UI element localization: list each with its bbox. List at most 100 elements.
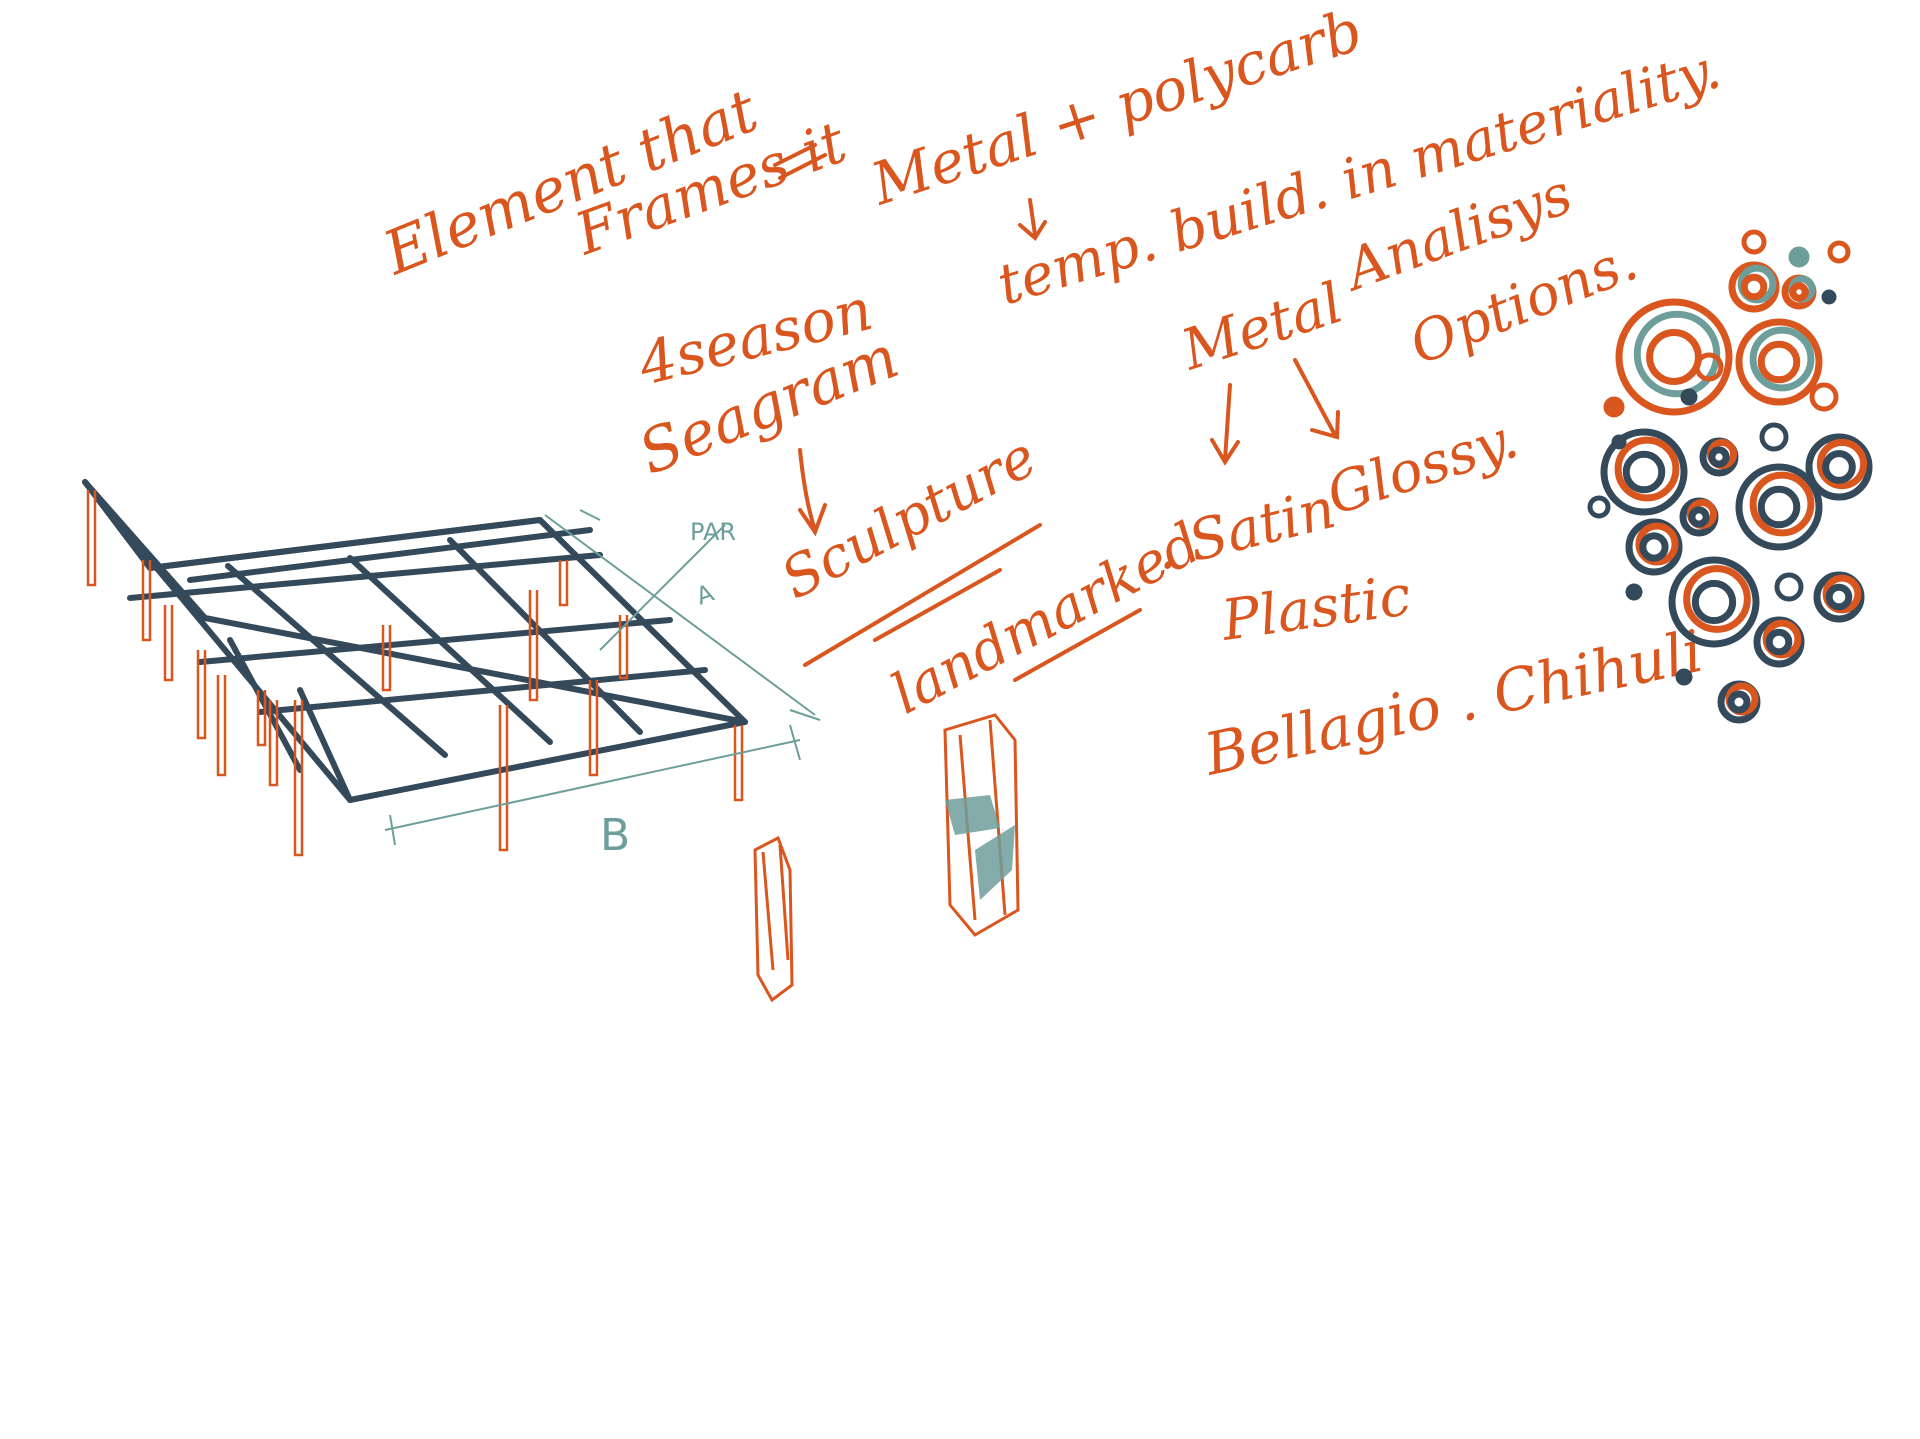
bubble-cluster — [1587, 229, 1873, 724]
bubble — [1611, 434, 1627, 450]
bubble-ring — [1822, 450, 1856, 484]
post-6 — [256, 690, 267, 747]
post-14 — [618, 615, 629, 680]
bubble — [1600, 428, 1688, 516]
bubble-ring — [1821, 289, 1837, 305]
bubble — [1615, 298, 1733, 416]
bubble-ring — [1639, 532, 1669, 562]
bubble-ring — [1727, 690, 1751, 714]
bubble-ring — [1749, 326, 1815, 392]
note-satin: . Satin — [1148, 476, 1342, 584]
bubble-ring — [1788, 246, 1810, 268]
bubble — [1694, 352, 1724, 382]
bubble-ring — [1816, 438, 1868, 490]
bubble — [1625, 583, 1643, 601]
dimension-label-a: A — [692, 579, 718, 611]
bubble-ring — [1708, 446, 1730, 468]
bubble — [1587, 495, 1611, 519]
bubble-ring — [1688, 506, 1710, 528]
post-11 — [528, 590, 539, 702]
underline-sculpture-2 — [873, 568, 1002, 642]
post-4 — [196, 650, 207, 740]
annotation-strokes — [773, 143, 1340, 682]
bubble-ring — [1694, 352, 1724, 382]
post-5 — [216, 675, 227, 777]
frame-top-beam — [82, 479, 748, 725]
dimension-label-par: PAR — [690, 518, 736, 546]
support-posts — [86, 490, 744, 857]
bubble-ring — [1646, 329, 1702, 385]
bubble — [1781, 274, 1817, 310]
bubble-ring — [1633, 310, 1721, 398]
bubble-ring — [1774, 572, 1804, 602]
bubble-ring — [1635, 522, 1679, 566]
bubble — [1809, 382, 1839, 412]
arrow-metal-polycarb — [1018, 198, 1047, 242]
underline-landmarked — [1013, 608, 1142, 682]
bubble-ring — [1614, 436, 1680, 502]
post-1 — [86, 490, 97, 587]
dimension-a-line — [544, 514, 816, 716]
dimension-label-b: B — [600, 810, 630, 861]
bubble — [1741, 229, 1767, 255]
post-9 — [381, 625, 392, 692]
pillar-sketch-tall — [943, 713, 1020, 937]
bubble-ring — [1741, 229, 1767, 255]
bubble — [1668, 556, 1760, 648]
dimension-b-line — [384, 739, 801, 831]
pillar-sketch-small — [753, 835, 794, 1003]
arrow-metal-satin — [1210, 383, 1240, 466]
bubble — [1813, 571, 1865, 623]
bubble-ring — [1805, 433, 1873, 501]
bubble-ring — [1759, 422, 1789, 452]
bubble — [1675, 668, 1693, 686]
bubble — [1735, 463, 1823, 551]
bubble-ring — [1765, 628, 1793, 656]
bubble — [1699, 437, 1739, 477]
frame-long-3 — [197, 617, 673, 665]
dimension-a-tick-bottom — [789, 709, 821, 721]
bubble-ring — [1625, 518, 1683, 576]
bubble — [1821, 289, 1837, 305]
bubble-ring — [1611, 434, 1627, 450]
bubble — [1625, 518, 1683, 576]
post-13 — [588, 680, 599, 777]
underline-it — [773, 143, 827, 180]
bubble-ring — [1809, 382, 1839, 412]
frame-trans-3 — [447, 537, 643, 735]
dimension-b-tick-right — [789, 724, 801, 761]
bubble-ring — [1615, 298, 1733, 416]
bubble-ring — [1680, 388, 1698, 406]
note-metal: Metal — [1173, 271, 1350, 384]
bubble — [1679, 497, 1719, 537]
bubble — [1680, 388, 1698, 406]
pillar-small-front — [761, 844, 790, 971]
bubble-ring — [1625, 583, 1643, 601]
bubble-ring — [1825, 583, 1853, 611]
bubble — [1774, 572, 1804, 602]
pillar-tall-teal-band-2 — [975, 825, 1015, 900]
bubble-ring — [1668, 556, 1760, 648]
arrow-metal-glossy — [1293, 358, 1340, 440]
post-12 — [558, 560, 569, 607]
bubble-ring — [1757, 340, 1801, 384]
post-3 — [163, 605, 174, 682]
bubble — [1753, 616, 1805, 668]
bubble-ring — [1691, 579, 1737, 625]
bubble-ring — [1757, 485, 1801, 529]
bubble — [1805, 433, 1873, 501]
frame-trans-4 — [297, 687, 353, 803]
pillar-small-outline — [753, 835, 794, 1003]
bubble-ring — [1603, 396, 1625, 418]
dimension-a-tick-top — [579, 509, 601, 521]
bubble-ring — [1735, 463, 1823, 551]
bubble-ring — [1740, 273, 1768, 301]
frame-long-1 — [187, 527, 593, 583]
pillar-tall-teal-band-1 — [945, 795, 1000, 835]
bubble-ring — [1749, 471, 1815, 537]
frame-long-4 — [257, 667, 708, 715]
bubble-ring — [1683, 565, 1751, 633]
underline-sculpture — [803, 523, 1042, 667]
frame-trans-2 — [347, 555, 553, 745]
bubble-ring — [1735, 318, 1823, 406]
